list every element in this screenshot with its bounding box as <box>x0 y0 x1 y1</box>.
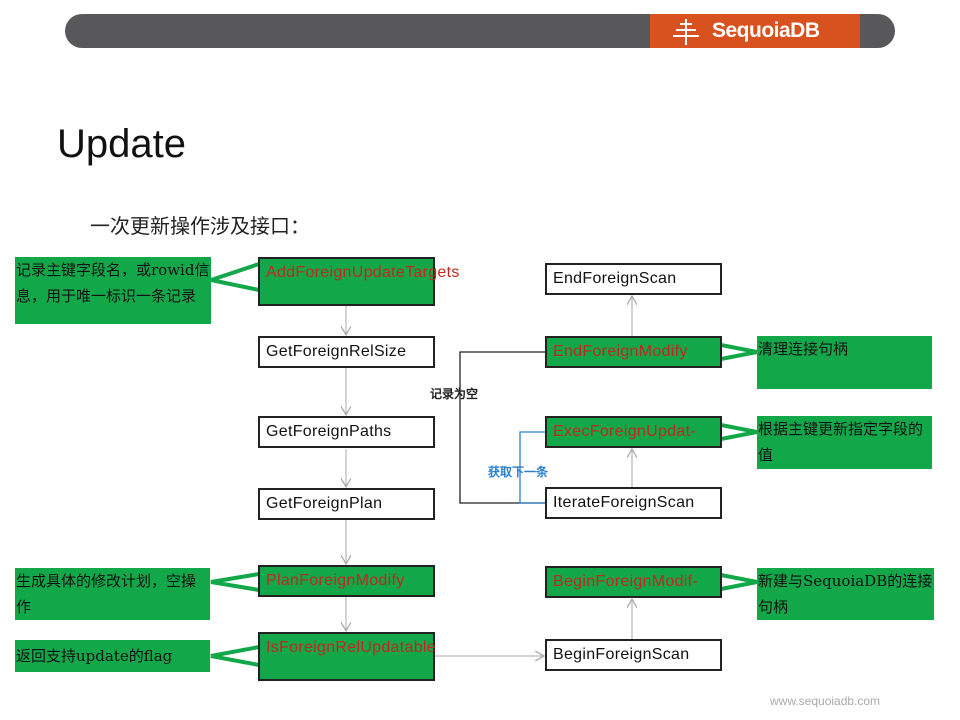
footer-url: www.sequoiadb.com <box>770 694 881 708</box>
note-exec-update: 根据主键更新指定字段的值 <box>757 416 932 469</box>
begin-foreign-scan-box: BeginForeignScan <box>545 639 722 671</box>
is-foreign-rel-updatable-box: IsForeignRelUpdatable <box>258 632 436 681</box>
note-end-modify: 清理连接句柄 <box>757 336 932 389</box>
note-add-targets: 记录主键字段名，或rowid信息，用于唯一标识一条记录 <box>15 257 211 324</box>
get-foreign-rel-size-box: GetForeignRelSize <box>258 336 435 368</box>
note-begin-modify: 新建与SequoiaDB的连接句柄 <box>757 568 934 620</box>
note-plan-modify: 生成具体的修改计划，空操作 <box>15 568 210 620</box>
page-title: Update <box>57 122 186 166</box>
get-foreign-paths-box: GetForeignPaths <box>258 416 435 448</box>
loop-label-empty: 记录为空 <box>430 387 479 401</box>
subtitle: 一次更新操作涉及接口： <box>90 214 310 238</box>
loop-label-next: 获取下一条 <box>488 465 549 479</box>
note-is-updatable: 返回支持update的flag <box>15 640 210 672</box>
begin-foreign-modify-box: BeginForeignModif- <box>545 566 722 598</box>
end-foreign-modify-box: EndForeignModify <box>545 336 722 368</box>
add-foreign-update-targets-box: AddForeignUpdateTargets <box>258 257 459 306</box>
sequoia-tree-icon <box>673 19 699 45</box>
iterate-foreign-scan-box: IterateForeignScan <box>545 487 722 519</box>
get-foreign-plan-box: GetForeignPlan <box>258 488 435 520</box>
plan-foreign-modify-box: PlanForeignModify <box>258 565 435 597</box>
end-foreign-scan-box: EndForeignScan <box>545 263 722 295</box>
exec-foreign-update-box: ExecForeignUpdat- <box>545 416 722 448</box>
